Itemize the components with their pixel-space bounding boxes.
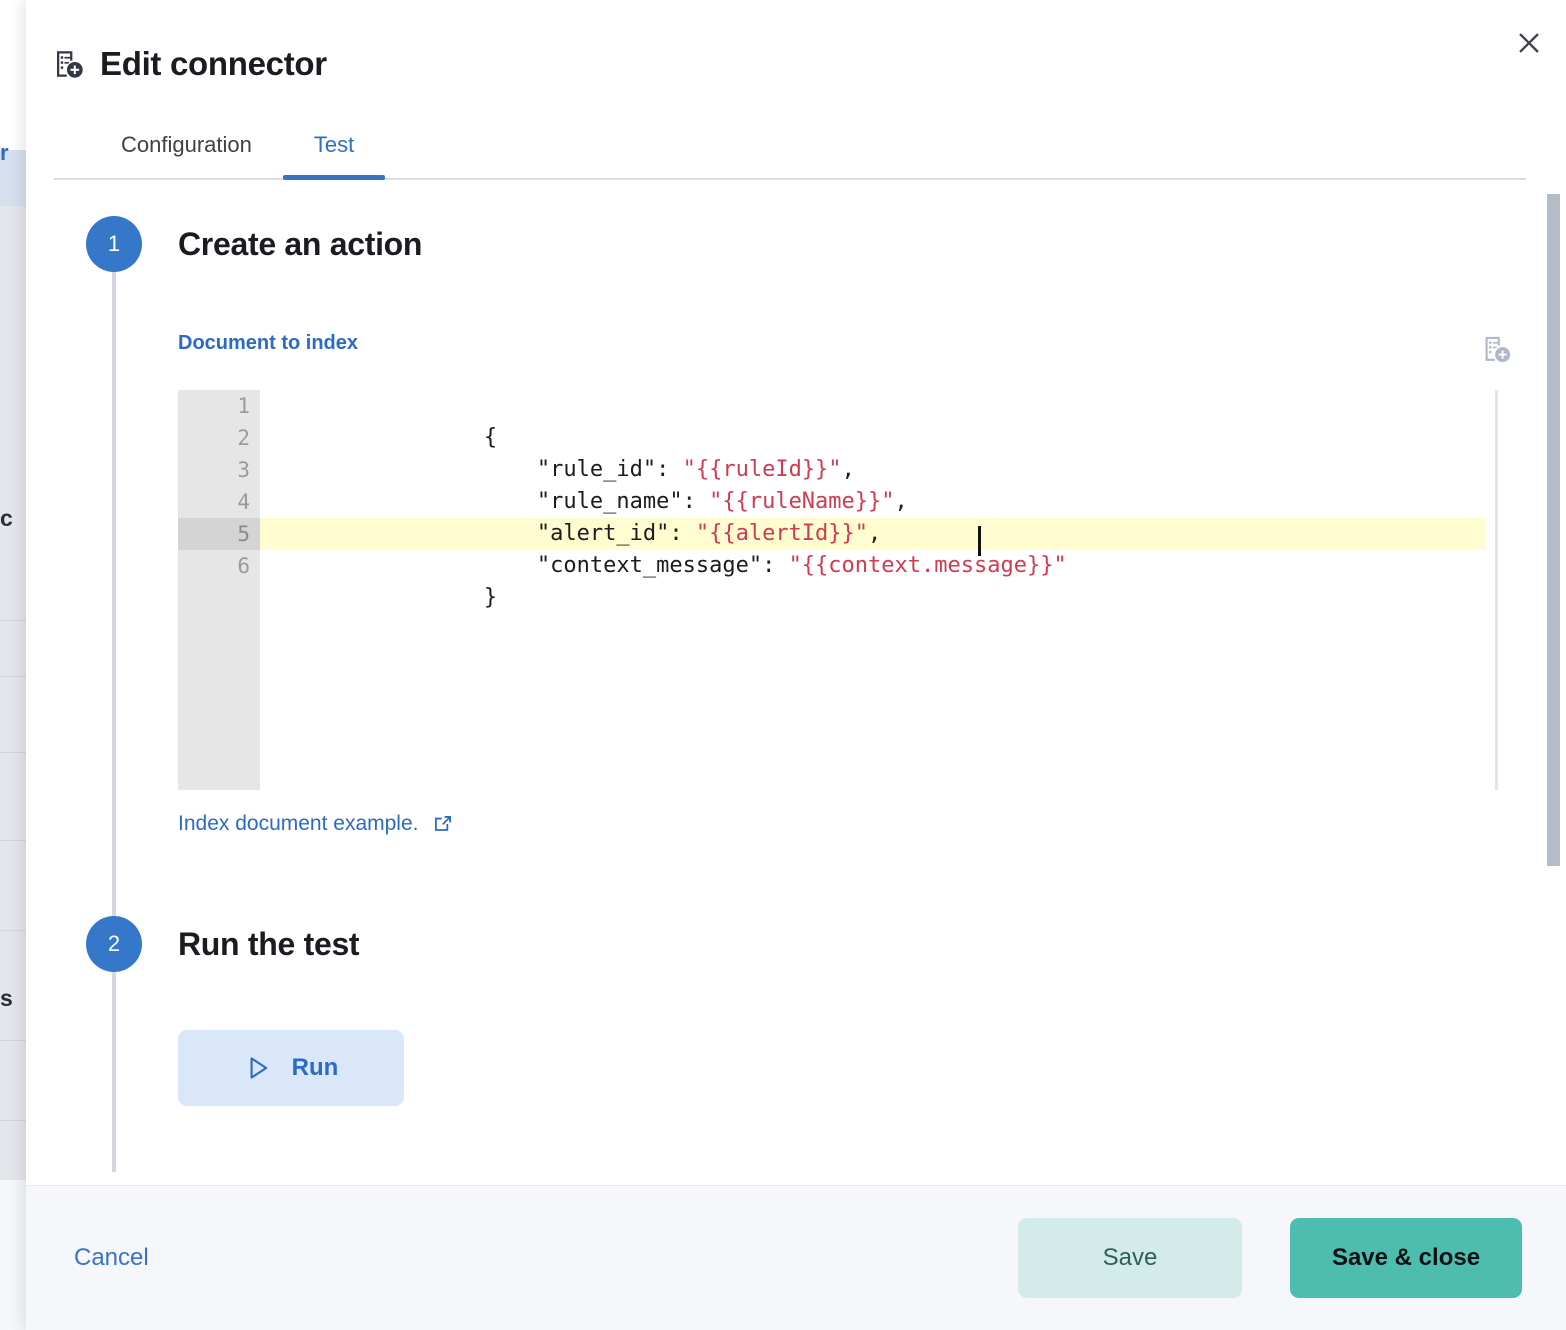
step-2-title: Run the test [178,925,360,962]
background-text-fragment-b: s [0,985,13,1011]
background-text-fragment-a: c [0,505,13,531]
step-1-title: Create an action [178,225,423,262]
code-value: "{{ruleId}}" [682,456,842,482]
close-button[interactable] [1508,22,1550,64]
external-link-icon[interactable] [432,813,454,835]
code-suffix: , [894,488,908,514]
index-document-add-icon [57,51,83,78]
tab-configuration[interactable]: Configuration [90,132,283,178]
background-tab-strip [0,150,26,206]
code-key: "rule_id": [483,456,683,482]
close-icon [1519,33,1539,53]
background-row-divider [0,930,26,931]
header-title-row: Edit connector [54,44,1526,84]
code-value: "{{alertId}}" [695,520,869,546]
code-line-active[interactable]: "context_message": "{{context.message}}" [260,517,1506,578]
gutter-line-number[interactable]: 4 [237,489,250,514]
flyout-body: 1 Create an action Document to index [26,179,1566,1185]
index-document-add-icon [1485,336,1511,362]
gutter-line-number[interactable]: 6 [237,553,250,578]
code-suffix: , [841,456,855,482]
background-content-strip [0,206,26,1200]
page-title: Edit connector [100,45,327,82]
code-line[interactable]: "rule_id": "{{ruleId}}", [260,422,1506,482]
code-key: "alert_id": [483,520,696,546]
background-row-divider [0,752,26,753]
edit-connector-flyout: Edit connector Configuration Test 1 Crea… [26,0,1566,1330]
background-row-divider [0,840,26,841]
code-text: } [483,584,498,610]
background-row-divider [0,620,26,621]
step-connector-line [112,271,116,960]
background-row-divider [0,1120,26,1121]
step-2-marker: 2 [86,915,142,972]
save-and-close-button[interactable]: Save & close [1290,1218,1522,1298]
code-line[interactable]: { [260,390,1506,450]
code-line[interactable]: "alert_id": "{{alertId}}", [260,486,1506,546]
background-text-fragment-link: r [0,140,9,165]
index-document-add-icon-button[interactable] [1480,332,1514,366]
text-cursor [978,525,981,556]
flyout-footer: Cancel Save Save & close [26,1185,1566,1330]
gutter-line-number[interactable]: 2 [237,425,250,450]
run-test-button[interactable]: Run [178,1029,404,1106]
body-scrollbar-thumb[interactable] [1547,193,1560,866]
index-document-example-link[interactable]: Index document example. [178,811,419,835]
gutter-line-number[interactable]: 1 [237,393,250,418]
editor-gutter: 1 2 3 4 5 6 [178,389,260,790]
play-icon [250,1056,267,1079]
code-suffix: , [868,520,882,546]
code-value: "{{context.message}}" [788,552,1067,578]
step-run-the-test: 2 Run the test Run [26,915,1566,1172]
background-row-divider [0,1040,26,1041]
flyout-tabs: Configuration Test [54,112,1526,180]
step-create-an-action: 1 Create an action Document to index [26,215,1566,960]
gutter-line-number-active[interactable]: 5 [178,517,260,550]
step-connector-line [112,971,116,1172]
code-line[interactable]: "rule_name": "{{ruleName}}", [260,454,1506,514]
example-link-row: Index document example. [178,812,1506,836]
code-key: "context_message": [483,552,789,578]
document-to-index-field: Document to index [178,332,1566,836]
background-row-divider [0,676,26,677]
code-text: { [483,424,498,450]
code-line[interactable]: } [260,550,1506,610]
save-button[interactable]: Save [1018,1218,1242,1298]
background-footer-strip [0,1180,26,1330]
background-page: r c s [0,0,26,1330]
code-key: "rule_name": [483,488,710,514]
step-1-marker: 1 [86,215,142,272]
flyout-header: Edit connector Configuration Test [26,0,1566,180]
body-scrollbar-track[interactable] [1547,180,1563,1185]
editor-print-margin [1495,389,1498,790]
cancel-button[interactable]: Cancel [74,1244,149,1271]
document-to-index-label: Document to index [178,331,359,354]
editor-code-lines: { "rule_id": "{{ruleId}}", "rule_name": … [260,389,1506,790]
code-value: "{{ruleName}}" [709,488,895,514]
editor-label-row: Document to index [178,331,1511,366]
run-button-label: Run [291,1053,339,1081]
tab-test[interactable]: Test [282,132,386,180]
gutter-line-number[interactable]: 3 [237,457,250,482]
flyout-scroll-area: 1 Create an action Document to index [26,180,1566,1185]
document-to-index-code-editor[interactable]: 1 2 3 4 5 6 { [178,389,1506,790]
